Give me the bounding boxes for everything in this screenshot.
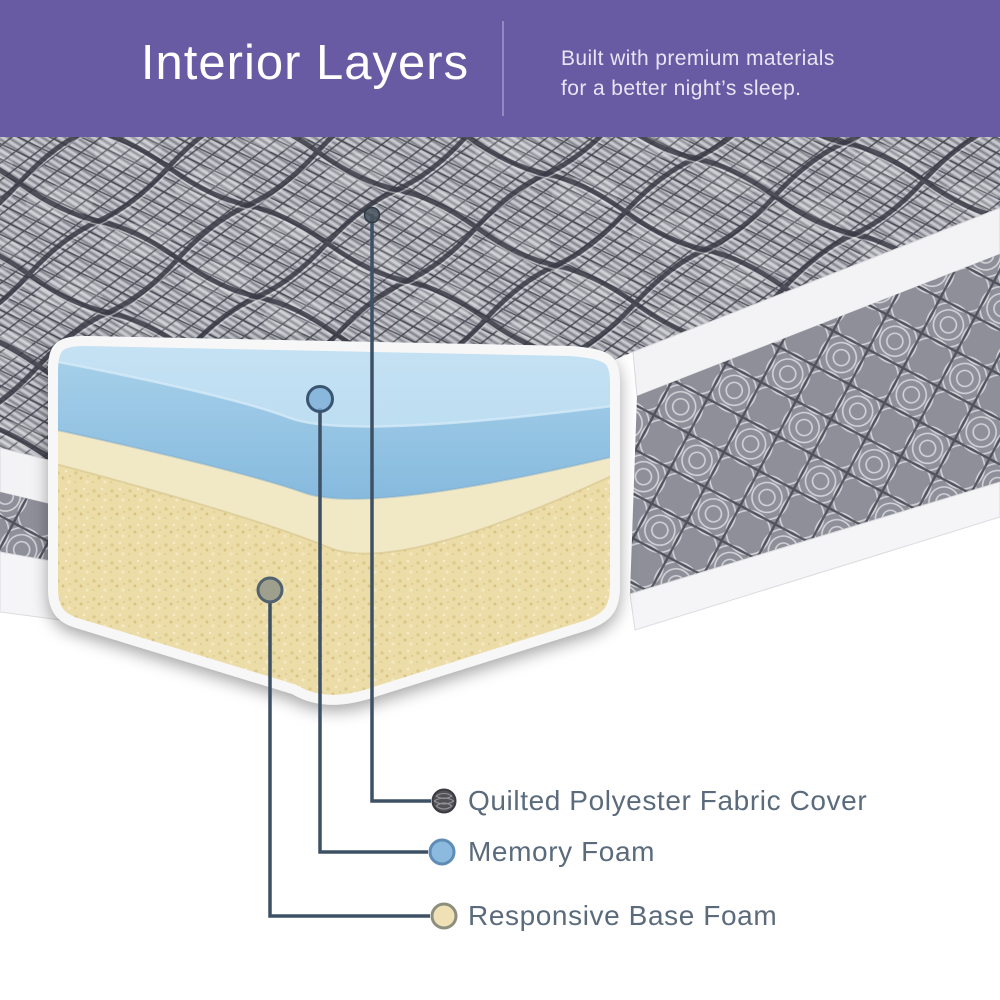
mattress-side-panel-right [630, 254, 1000, 594]
callout-line-base-foam [268, 600, 430, 918]
label-responsive-base-foam: Responsive Base Foam [468, 900, 778, 931]
label-memory-foam: Memory Foam [468, 836, 656, 867]
callout-line-fabric-cover [370, 214, 431, 803]
page-title: Interior Layers [140, 36, 470, 90]
header-subtitle-line1: Built with premium materials [561, 47, 835, 70]
label-quilted-fabric-cover: Quilted Polyester Fabric Cover [468, 785, 868, 816]
header-subtitle: Built with premium materials for a bette… [561, 44, 835, 104]
memory-foam-dot-icon [428, 838, 456, 866]
base-foam-top-surface [48, 428, 620, 554]
base-foam-marker [256, 576, 284, 604]
header-subtitle-line2: for a better night’s sleep. [561, 77, 802, 100]
cutaway-border [48, 336, 620, 705]
mattress-bottom-piping-right [629, 481, 1000, 631]
header-banner: Interior Layers Built with premium mater… [0, 0, 1000, 137]
legend-dots [428, 788, 458, 930]
callout-line-memory-foam [318, 408, 428, 854]
memory-foam-marker [306, 385, 334, 413]
memory-foam-front-face [48, 360, 620, 499]
base-foam-dot-icon [430, 902, 458, 930]
header-divider [502, 21, 504, 116]
cutaway-layers [48, 336, 620, 705]
fabric-cover-pin-marker [363, 206, 381, 224]
callout-lines [268, 214, 431, 918]
